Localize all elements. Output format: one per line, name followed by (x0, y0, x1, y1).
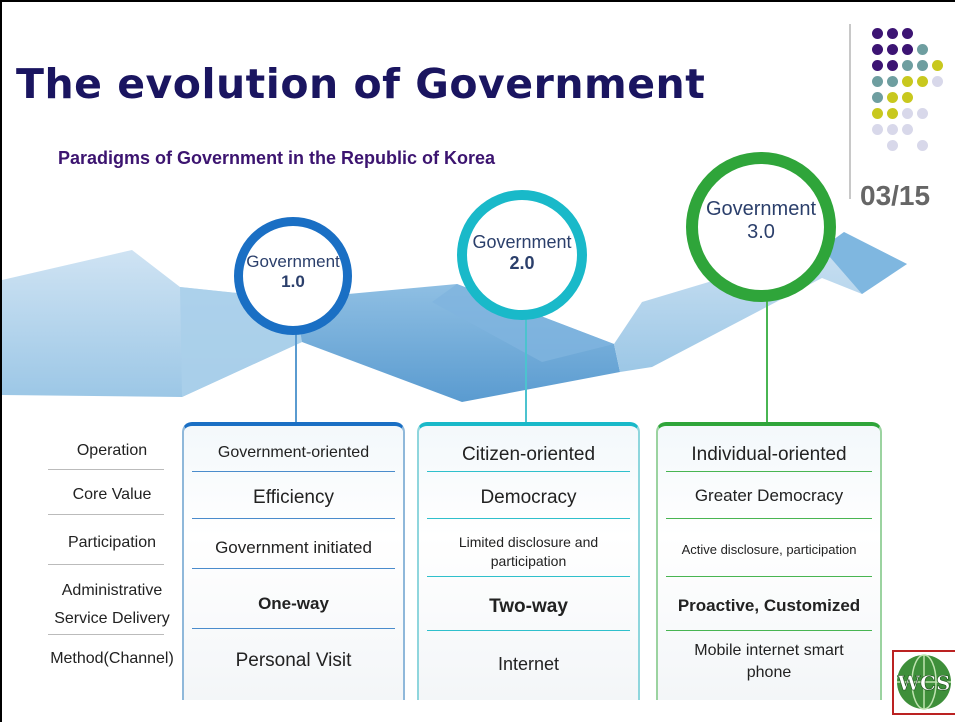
cell-separator (427, 576, 630, 577)
cell-separator (666, 576, 872, 577)
cell-separator (192, 518, 395, 519)
column-government-2: Citizen-oriented Democracy Limited discl… (417, 422, 640, 700)
subtitle: Paradigms of Government in the Republic … (58, 148, 496, 168)
badge-label: Government (472, 232, 572, 252)
cell-core-value: Efficiency (253, 487, 334, 508)
row-label-method-channel: Method(Channel) (50, 650, 174, 667)
row-label-participation: Participation (67, 534, 157, 551)
cell-separator (427, 471, 630, 472)
badge-version: 3.0 (747, 221, 775, 243)
row-label-operation: Operation (76, 442, 148, 459)
cell-channel-line1: Mobile internet smart (694, 642, 844, 659)
cell-core-value: Democracy (480, 487, 577, 508)
stem-line (525, 302, 527, 424)
cell-operation: Government-oriented (217, 444, 370, 461)
badge-label: Government (246, 252, 340, 271)
row-label-service-delivery: Service Delivery (54, 610, 170, 627)
cell-participation: Government initiated (215, 538, 372, 557)
row-separator (48, 634, 164, 635)
stem-line (295, 320, 297, 424)
cell-operation: Citizen-oriented (461, 444, 596, 465)
cell-separator (666, 630, 872, 631)
row-label-administrative: Administrative (61, 582, 163, 599)
row-separator (48, 469, 164, 470)
row-label-core-value: Core Value (72, 486, 152, 503)
divider-line (849, 24, 851, 199)
cell-separator (192, 471, 395, 472)
cell-delivery: Two-way (489, 596, 568, 617)
cell-participation-line2: participation (490, 553, 567, 569)
cell-separator (427, 518, 630, 519)
stem-line (766, 292, 768, 424)
badge-version: 1.0 (281, 272, 305, 291)
page-title: The evolution of Government (16, 60, 706, 108)
cell-channel-line2: phone (746, 664, 792, 681)
cell-separator (192, 568, 395, 569)
wcs-globe-logo: WCS (892, 650, 955, 715)
government-3-badge: Government 3.0 (686, 152, 836, 302)
cell-operation: Individual-oriented (691, 444, 847, 465)
badge-version: 2.0 (509, 253, 535, 273)
globe-icon: WCS (896, 654, 951, 710)
cell-delivery: One-way (258, 594, 329, 613)
row-separator (48, 514, 164, 515)
cell-core-value: Greater Democracy (694, 486, 844, 505)
evolution-ribbon-arrow (2, 232, 907, 402)
cell-channel: Internet (497, 654, 560, 674)
slide-number: 03/15 (860, 180, 931, 211)
column-government-3: Individual-oriented Greater Democracy Ac… (656, 422, 882, 700)
row-separator (48, 564, 164, 565)
government-2-badge: Government 2.0 (457, 190, 587, 320)
cell-separator (427, 630, 630, 631)
cell-separator (192, 628, 395, 629)
cell-separator (666, 471, 872, 472)
cell-participation: Active disclosure, participation (681, 542, 857, 557)
logo-text: WCS (897, 671, 951, 695)
cell-separator (666, 518, 872, 519)
column-government-1: Government-oriented Efficiency Governmen… (182, 422, 405, 700)
badge-label: Government (705, 198, 817, 220)
cell-channel: Personal Visit (235, 650, 352, 671)
government-1-badge: Government 1.0 (234, 217, 352, 335)
cell-delivery: Proactive, Customized (677, 596, 861, 615)
cell-participation-line1: Limited disclosure and (458, 534, 599, 550)
